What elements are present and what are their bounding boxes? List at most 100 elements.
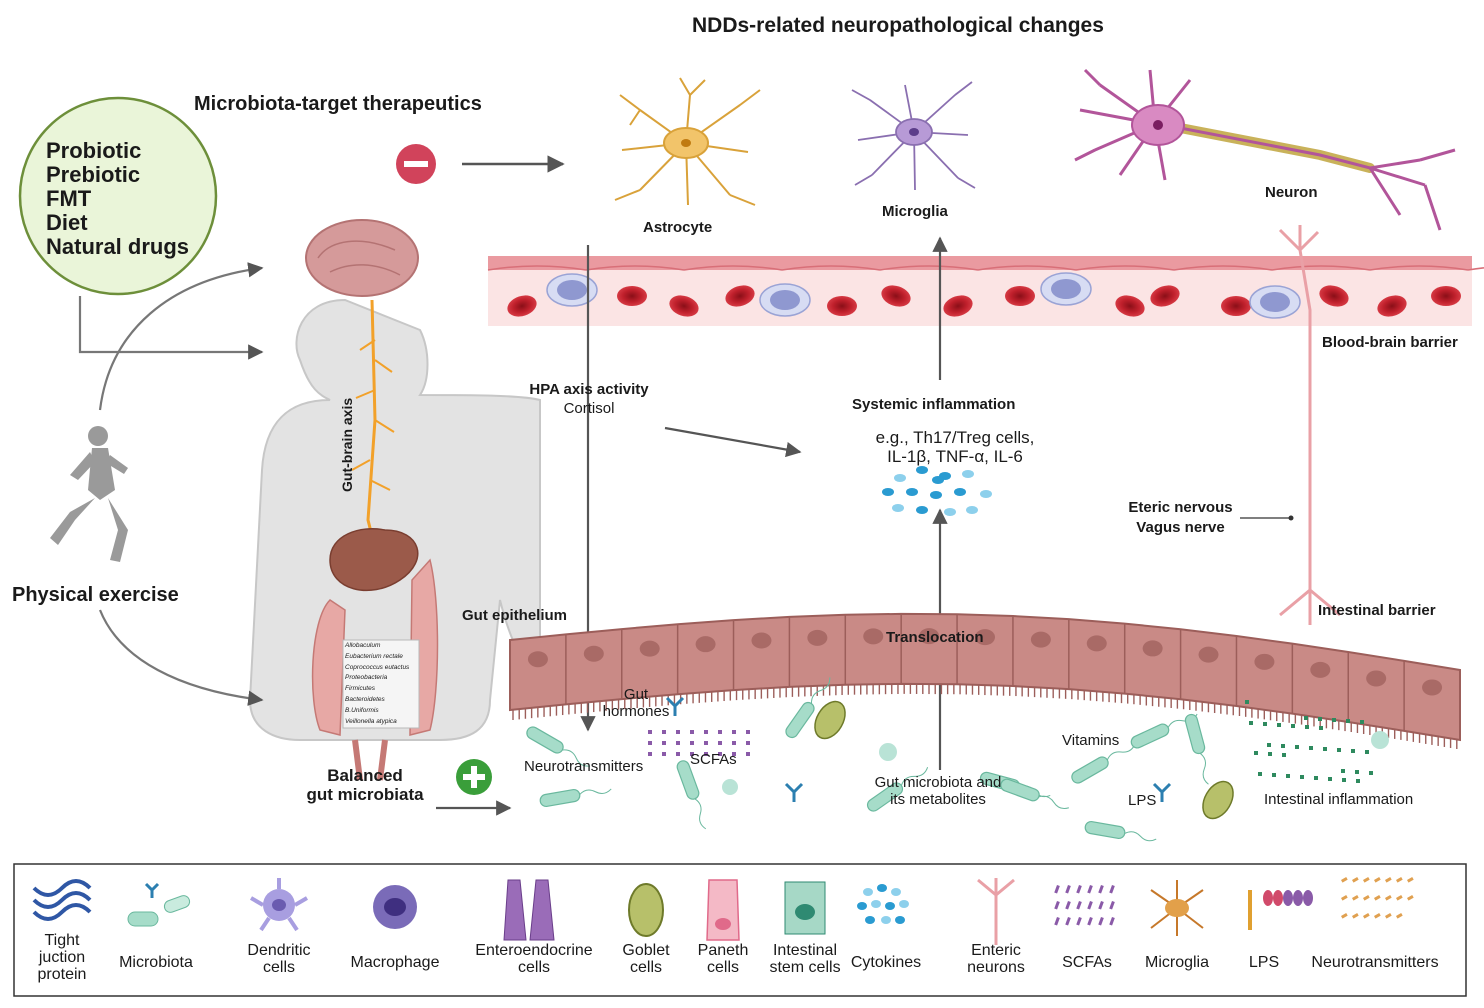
astrocyte-label: Astrocyte	[643, 219, 713, 236]
epithelial-nucleus	[1310, 661, 1331, 678]
cytokine-dot	[944, 508, 956, 516]
enteroendocrine-cell-icon	[503, 879, 555, 941]
taxon-label: Firmicutes	[345, 685, 375, 693]
cytokine-dot	[930, 491, 942, 499]
legend-label: Cytokines	[850, 954, 922, 971]
epithelial-nucleus	[583, 645, 604, 662]
liver-shape	[329, 528, 419, 592]
inflammation-dot	[1342, 778, 1346, 782]
cytokine-dot	[906, 488, 918, 496]
inflammation-dot	[1277, 723, 1281, 727]
taxon-label: B.Uniformis	[345, 706, 379, 714]
inflammation-dot	[1351, 749, 1355, 753]
enteric-neuron-icon	[977, 878, 1015, 945]
paneth-cell-icon	[706, 879, 740, 941]
legend-label: Macrophage	[350, 954, 440, 971]
neurotransmitter-icon	[1341, 877, 1414, 919]
inflammation-dot	[1258, 772, 1262, 776]
scfa-particle	[704, 752, 708, 756]
hpa-label: HPA axis activity Cortisol	[529, 381, 649, 417]
inflammation-dot	[1263, 722, 1267, 726]
microbe-sphere	[879, 743, 897, 761]
legend-label: LPS	[1248, 954, 1280, 971]
scfa-particle	[746, 752, 750, 756]
cytokine-cluster	[882, 466, 992, 516]
scfa-particle	[676, 752, 680, 756]
taxon-label: Veillonella atypica	[345, 717, 397, 725]
red-blood-cell	[617, 286, 647, 306]
scfa-particle	[690, 752, 694, 756]
cytokine-dot	[932, 476, 944, 484]
scfa-particle	[746, 741, 750, 745]
red-blood-cell	[1431, 286, 1461, 306]
scfa-particle	[648, 741, 652, 745]
neuron-cell	[1074, 68, 1456, 231]
scfa-particle	[704, 730, 708, 734]
neuron-label: Neuron	[1265, 184, 1318, 201]
therapeutic-item: FMT	[46, 186, 92, 211]
astrocyte-cell	[614, 77, 761, 206]
epithelial-nucleus	[919, 628, 940, 645]
translocation-label: Translocation	[886, 629, 984, 646]
therapeutic-item: Diet	[46, 210, 88, 235]
brain-shape	[305, 219, 419, 297]
inflammation-dot	[1337, 748, 1341, 752]
goblet-cell-icon	[628, 883, 664, 937]
epithelial-nucleus	[807, 629, 828, 646]
gut-microbiota-label: Gut microbiota and its metabolites	[874, 774, 1002, 808]
cytokine-dot	[882, 488, 894, 496]
epithelial-nucleus	[639, 640, 660, 657]
epithelial-nucleus	[975, 629, 995, 646]
neurotransmitters-label: Neurotransmitters	[524, 758, 644, 775]
macrophage-icon	[373, 885, 417, 929]
microbe-sphere	[722, 779, 738, 795]
microbe-sphere	[1371, 731, 1389, 749]
therapeutics-circle	[18, 96, 218, 296]
inflammation-dot	[1356, 779, 1360, 783]
inflammation-dot	[1369, 771, 1373, 775]
cytokine-dot	[980, 490, 992, 498]
tight-junction-icon	[32, 879, 92, 921]
taxon-label: Proteobacteria	[345, 674, 388, 682]
antibody-icon	[784, 782, 804, 802]
inflammation-dot	[1272, 773, 1276, 777]
legend-label: Microglia	[1144, 954, 1209, 971]
inflammation-dot	[1281, 744, 1285, 748]
epithelial-nucleus	[751, 632, 772, 649]
therapeutics-arrow-body	[78, 296, 264, 360]
cytokine-dot	[892, 504, 904, 512]
inflammation-dot	[1245, 700, 1249, 704]
red-blood-cell	[1319, 285, 1349, 307]
scfa-particle	[704, 741, 708, 745]
therapeutics-list: Probiotic Prebiotic FMT Diet Natural dru…	[46, 139, 189, 259]
inflammation-dot	[1249, 721, 1253, 725]
legend-box	[13, 863, 1467, 997]
bacterium	[1000, 778, 1070, 810]
microbiota-taxa-panel	[342, 639, 420, 729]
scfa-particle	[662, 741, 666, 745]
therapeutic-item: Probiotic	[46, 138, 142, 163]
inflammation-dot	[1268, 752, 1272, 756]
exercise-arrow-gut	[98, 609, 264, 706]
scfa-icon	[1054, 885, 1115, 926]
bbb-label: Blood-brain barrier	[1322, 334, 1458, 351]
taxon-label: Coprococcus eutactus	[345, 663, 410, 671]
scfa-particle	[648, 730, 652, 734]
epithelial-nucleus	[1030, 631, 1051, 648]
epithelial-nucleus	[1198, 646, 1219, 663]
balanced-microbiota-label: Balanced gut microbiata	[306, 766, 424, 804]
exercise-arrow-brain	[98, 262, 264, 411]
inflammation-dot	[1295, 745, 1299, 749]
lps-label: LPS	[1128, 792, 1157, 809]
taxa-list: Allobaculum Eubacterium rectale Coprococ…	[345, 641, 419, 727]
goblet-cell	[814, 700, 846, 740]
microbiota-icon	[127, 882, 191, 927]
cytokines-icon	[857, 884, 909, 924]
exercise-label: Physical exercise	[12, 584, 179, 606]
inflammation-dot	[1314, 776, 1318, 780]
